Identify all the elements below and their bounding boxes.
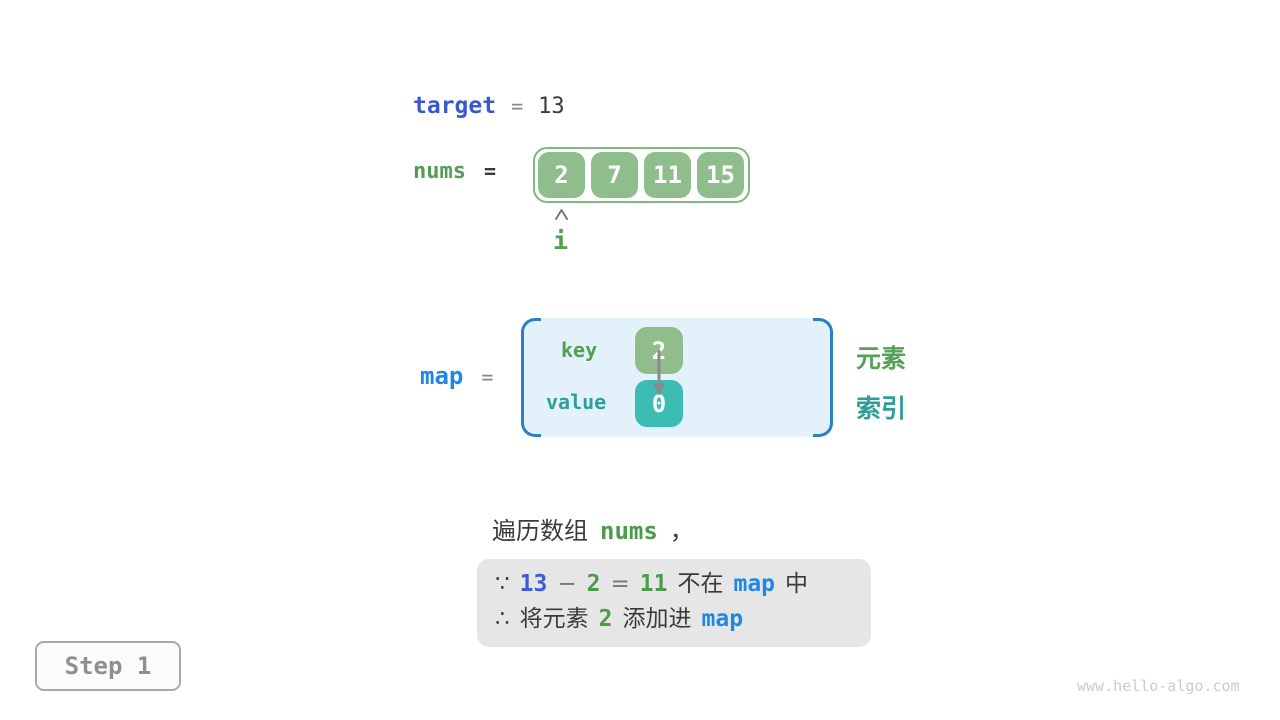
array-cell: 7 [591, 152, 638, 198]
minus-sign: − [557, 571, 577, 597]
nums-array: 2 7 11 15 [533, 147, 750, 203]
index-pointer-label: i [553, 226, 569, 255]
note-line-2: ∴ 将元素 2 添加进 map [495, 602, 871, 637]
equals-sign: = [610, 571, 630, 597]
note-2b: 2 [598, 606, 613, 632]
map-keyword: map [420, 362, 464, 390]
target-keyword: target [413, 93, 497, 119]
value-label: value [546, 390, 607, 414]
index-label: 索引 [856, 394, 907, 423]
note-map-code-2: map [701, 606, 744, 632]
note-line-1: ∵ 13 − 2 = 11 不在 map 中 [495, 567, 871, 602]
note-zhong: 中 [785, 571, 809, 597]
nums-equals: = [483, 159, 497, 183]
note-2: 2 [586, 571, 601, 597]
because-symbol: ∵ [495, 571, 510, 597]
map-line: map = [420, 362, 493, 390]
nums-keyword: nums [413, 159, 466, 184]
target-line: target = 13 [413, 93, 565, 119]
target-value: 13 [538, 94, 565, 119]
caption-sentence: 遍历数组 nums ， [492, 511, 694, 546]
caption-comma: ， [669, 517, 694, 545]
note-13: 13 [519, 571, 548, 597]
note-map-code: map [733, 571, 776, 597]
array-cell: 11 [644, 152, 691, 198]
arrow-down-icon [653, 350, 665, 396]
map-container: key 2 value 0 [521, 318, 833, 437]
target-equals: = [511, 94, 524, 118]
caption-nums-code: nums [600, 517, 658, 545]
watermark: www.hello-algo.com [1077, 677, 1240, 695]
array-cell: 2 [538, 152, 585, 198]
array-cell: 15 [697, 152, 744, 198]
reasoning-note-box: ∵ 13 − 2 = 11 不在 map 中 ∴ 将元素 2 添加进 map [477, 559, 871, 647]
map-equals: = [481, 365, 494, 389]
note-text1: 将元素 [519, 606, 589, 632]
key-label: key [561, 338, 598, 362]
caption-prefix: 遍历数组 [492, 517, 588, 545]
note-text2: 添加进 [622, 606, 692, 632]
element-label: 元素 [856, 344, 907, 373]
therefore-symbol: ∴ [495, 606, 510, 632]
caret-up-icon [555, 209, 568, 220]
nums-line: nums = [413, 159, 496, 184]
note-11: 11 [639, 571, 668, 597]
note-not-in: 不在 [677, 571, 724, 597]
step-badge: Step 1 [35, 641, 181, 691]
